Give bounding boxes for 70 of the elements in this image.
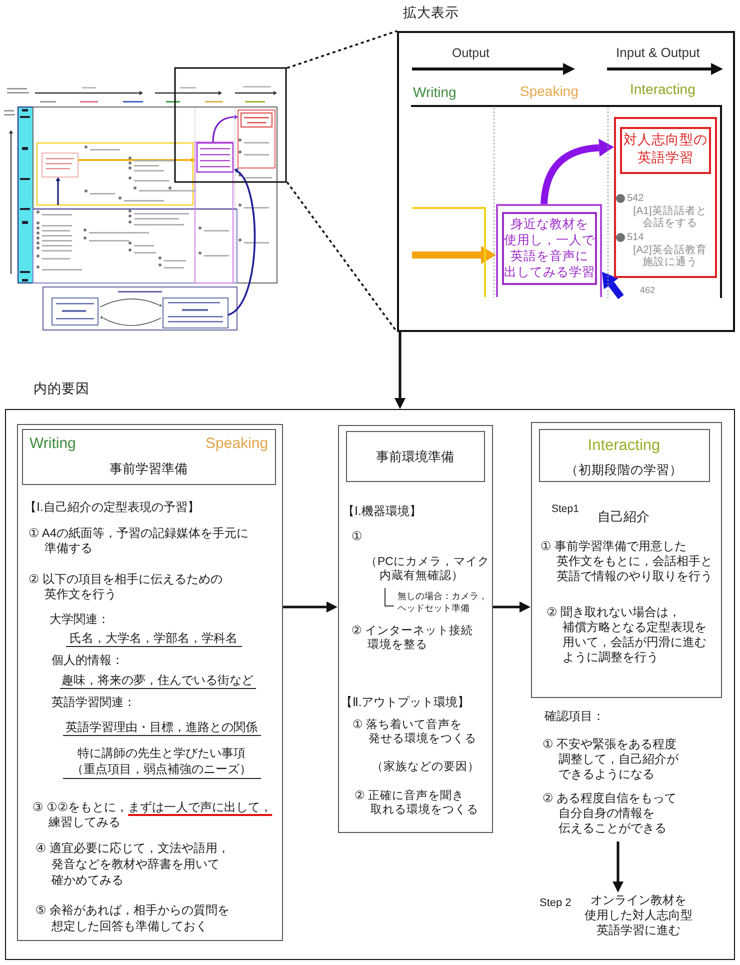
- item-text: [A2]英会話教育施設に通う: [632, 245, 708, 268]
- list-item: ③ ①②をもとに，まずは一人で声に出して，練習してみる: [32, 800, 272, 831]
- skill-heading: Interacting: [630, 81, 696, 98]
- list-item: ② ある程度自信をもって自分自身の情報を伝えることができる: [542, 790, 677, 836]
- region-frame: [412, 207, 486, 297]
- list-item: ④ 適宜必要に応じて，文法や語用，発音などを教材や辞書を用いて確かめてみる: [36, 840, 230, 888]
- panel: [530, 422, 722, 698]
- step-label: Step1: [552, 502, 579, 516]
- step-text: オンライン教材を使用した対人志向型英語学習に進む: [584, 892, 694, 938]
- note-text: （PCにカメラ，マイク内蔵有無確認）: [366, 554, 490, 584]
- list-item: ② 聞き取れない場合は，補償方略となる定型表現を用いて，会話が円滑に進むように調整を行う: [546, 604, 706, 664]
- section-heading: 内的要因: [34, 380, 90, 398]
- panel-title: 事前環境準備: [375, 448, 455, 465]
- header-box: [346, 430, 484, 482]
- note-text: （家族などの要因）: [372, 760, 480, 774]
- list-item: ② 正確に音声を聞き取れる環境をつくる: [354, 788, 478, 818]
- column-frame: [614, 117, 717, 278]
- dashed-guide-line: [286, 30, 398, 69]
- list-item: ① A4の紙面等，予習の記録媒体を手元に準備する: [28, 526, 249, 556]
- phase-label: Output: [452, 46, 490, 62]
- section-heading: 確認項目：: [544, 708, 604, 724]
- underlined-text: 英語学習理由・目標，進路との関係: [62, 720, 260, 736]
- skill-heading: Speaking: [206, 434, 268, 454]
- skill-heading: Interacting: [586, 436, 662, 455]
- arrow: [492, 602, 530, 612]
- list-item: ② 以下の項目を相手に伝えるための英作文を行う: [28, 572, 223, 602]
- item-number: 462: [640, 285, 656, 296]
- skill-heading: Speaking: [520, 83, 578, 100]
- list-item: ① 事前学習準備で用意した英作文をもとに，会話相手と英語で情報のやり取りを行う: [540, 538, 712, 584]
- underlined-text: 特に講師の先生と学びたい事項（重点項目，弱点補強のニーズ）: [62, 744, 260, 780]
- step-title: 自己紹介: [598, 508, 650, 525]
- list-item: ⑤ 余裕があれば，相手からの質問を想定した回答も準備しておく: [36, 902, 230, 934]
- panel-subtitle: （初期段階の学習）: [564, 462, 684, 478]
- dashed-guide-line: [286, 181, 398, 333]
- section-heading: 拡大表示: [403, 5, 459, 22]
- list-item: ② インターネット接続環境を整る: [352, 624, 474, 652]
- section-heading: 【Ⅰ.自己紹介の定型表現の予習】: [24, 500, 200, 514]
- phase-label: Input & Output: [616, 45, 700, 62]
- list-item: ①: [352, 528, 362, 544]
- header-box: [538, 428, 710, 482]
- note-text: 無しの場合：カメラ，ヘッドセット準備: [398, 590, 488, 614]
- underlined-text: 氏名，大学名，学部名，学科名: [66, 630, 242, 646]
- list-item: ① 落ち着いて音声を発せる環境をつくる: [352, 718, 476, 746]
- arrow: [602, 272, 624, 300]
- goal-label: 対人志向型の英語学習: [622, 131, 708, 166]
- section-heading: 【Ⅱ.アウトプット環境】: [340, 694, 470, 710]
- skill-heading: Writing: [413, 84, 456, 102]
- process-box: [620, 127, 711, 174]
- category-label: 個人的情報：: [52, 652, 124, 668]
- section-heading: 【Ⅰ.機器環境】: [342, 504, 422, 518]
- arrow: [282, 602, 338, 612]
- item-number: 542: [627, 193, 644, 204]
- list-item: ① 不安や緊張をある程度調整して，自己紹介ができるようになる: [542, 736, 678, 782]
- column-frame: [496, 204, 602, 297]
- panel-title: 事前学習準備: [108, 460, 188, 477]
- category-label: 英語学習関連：: [52, 694, 136, 710]
- panel: [16, 424, 282, 940]
- category-label: 大学関連：: [50, 612, 110, 626]
- arrow: [540, 138, 614, 204]
- underlined-text: 趣味，将来の夢，住んでいる街など: [60, 672, 256, 688]
- arrow: [394, 332, 406, 409]
- step-label: Step 2: [540, 896, 572, 910]
- skill-heading: Writing: [30, 434, 76, 454]
- arrow: [412, 246, 496, 264]
- item-number: 514: [627, 232, 644, 243]
- panel: [338, 424, 492, 832]
- header-box: [22, 428, 276, 484]
- step-label: 身近な教材を使用し，一人で英語を音声に出してみる学習: [504, 216, 595, 280]
- item-text: [A1]英語話者と会話をする: [632, 206, 708, 230]
- arrow: [612, 842, 624, 892]
